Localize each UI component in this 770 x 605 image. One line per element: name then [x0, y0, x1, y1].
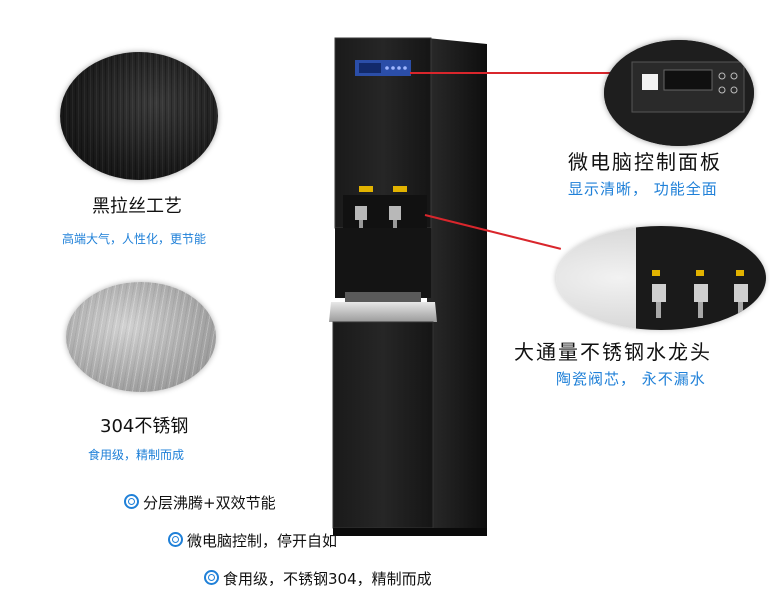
black-finish-title: 黑拉丝工艺 — [92, 196, 182, 217]
faucet-zoom — [556, 226, 766, 330]
black-finish-subtitle: 高端大气，人性化，更节能 — [62, 232, 207, 246]
bullet-item: 微电脑控制，停开自如 — [168, 530, 337, 551]
steel-title: 304不锈钢 — [100, 416, 189, 437]
stainless-steel-swatch — [66, 282, 216, 392]
bullet-text: 分层沸腾+双效节能 — [143, 494, 276, 512]
bullet-ring-icon — [124, 494, 139, 509]
tap-title: 大通量不锈钢水龙头 — [514, 340, 712, 364]
bullet-item: 食用级，不锈钢304，精制而成 — [204, 568, 432, 589]
black-brushed-finish-swatch — [60, 52, 218, 180]
panel-title: 微电脑控制面板 — [568, 150, 722, 174]
bullet-ring-icon — [168, 532, 183, 547]
callout-line-panel — [410, 72, 610, 74]
steel-subtitle: 食用级，精制而成 — [88, 448, 185, 462]
panel-subtitle: 显示清晰， 功能全面 — [568, 180, 718, 198]
bullet-ring-icon — [204, 570, 219, 585]
control-panel-zoom — [604, 40, 754, 146]
bullet-item: 分层沸腾+双效节能 — [124, 492, 276, 513]
bullet-text: 微电脑控制，停开自如 — [187, 532, 338, 550]
water-dispenser-image — [329, 37, 487, 536]
bullet-text: 食用级，不锈钢304，精制而成 — [223, 570, 432, 588]
tap-subtitle: 陶瓷阀芯， 永不漏水 — [556, 370, 706, 388]
